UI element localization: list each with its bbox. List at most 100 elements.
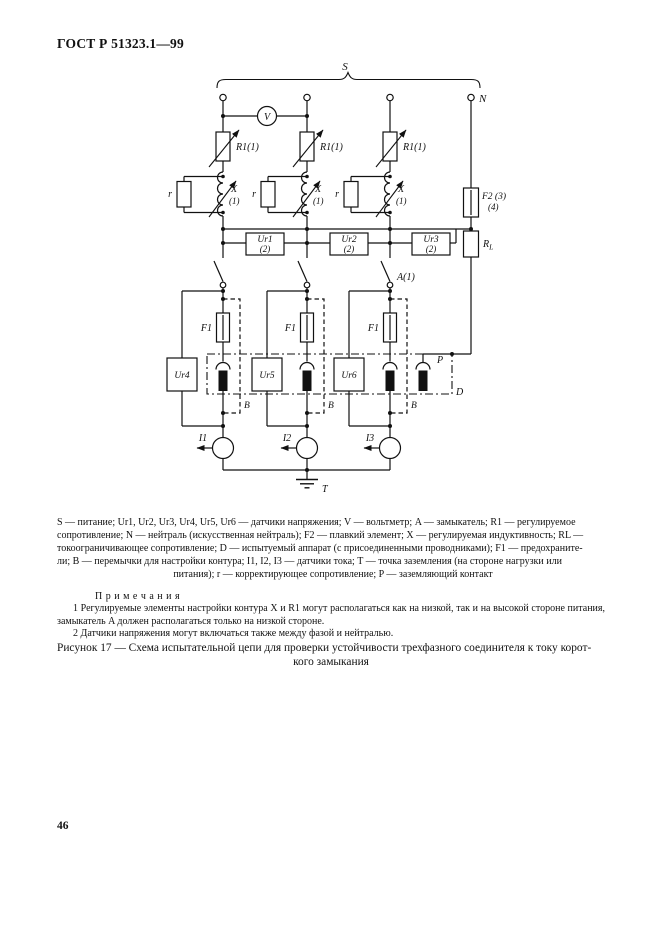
supply-brace	[216, 71, 481, 89]
ur2-index: (2)	[344, 244, 355, 254]
i2-sensor	[295, 436, 319, 460]
figure-legend: S — питание; Ur1, Ur2, Ur3, Ur4, Ur5, Ur…	[57, 516, 609, 581]
x-index-3: (1)	[396, 196, 407, 206]
circuit-diagram: S N V R1(1) R1(1) R1(1) r r r X (1) X (1…	[166, 61, 506, 495]
caption-line: кого замыкания	[293, 656, 369, 668]
b-jumper	[307, 298, 325, 414]
ur4-label: Ur4	[174, 371, 190, 381]
b-jumper	[390, 298, 408, 414]
earth-bus	[223, 469, 390, 489]
r-corr-label-3: r	[335, 189, 339, 200]
neutral-label: N	[478, 93, 487, 105]
r1-label-3: R1(1)	[402, 142, 426, 153]
ur1-sensor	[245, 232, 285, 256]
i1-sensor	[211, 436, 235, 460]
i3-label: I3	[365, 433, 374, 444]
f1-label-2: F1	[284, 323, 296, 334]
ur3-sensor	[411, 232, 451, 256]
i2-label: I2	[282, 433, 291, 444]
i3-sensor	[378, 436, 402, 460]
legend-line: S — питание; Ur1, Ur2, Ur3, Ur4, Ur5, Ur…	[57, 517, 576, 528]
legend-line: токоограничивающее сопротивление; D — ис…	[57, 543, 583, 554]
r-corr-resistor	[260, 180, 276, 208]
rl-resistor	[462, 230, 480, 258]
switch-blade	[380, 260, 391, 282]
ur1-index: (2)	[260, 244, 271, 254]
switch-blade	[297, 260, 308, 282]
earth-contact-pin	[418, 370, 428, 391]
rl-label: RL	[482, 239, 493, 252]
phase-1-terminal	[219, 93, 227, 102]
inductor-coil	[300, 171, 308, 217]
page-number: 46	[57, 820, 69, 832]
r1-resistor	[215, 131, 231, 162]
r-corr-label-2: r	[252, 189, 256, 200]
earth-contact-socket	[415, 361, 431, 370]
r1-label-1: R1(1)	[235, 142, 259, 153]
phase-2	[251, 93, 325, 470]
ur3-label: Ur3	[423, 235, 439, 245]
voltage-sensor-chain	[223, 228, 471, 256]
voltmeter	[223, 105, 307, 127]
r1-label-2: R1(1)	[319, 142, 343, 153]
ur3-index: (2)	[426, 244, 437, 254]
legend-line: ли; B — перемычки для настройки контура;…	[57, 556, 562, 567]
r1-resistor	[299, 131, 315, 162]
switch-blade	[213, 260, 224, 282]
voltmeter-label: V	[264, 112, 272, 123]
note-item: 1 Регулируемые элементы настройки контур…	[57, 603, 605, 627]
notes-block: П р и м е ч а н и я 1 Регулируемые элеме…	[57, 591, 605, 641]
x-label-2: X	[314, 184, 322, 195]
ur5-sensor	[251, 357, 283, 392]
b-jumper	[223, 298, 241, 414]
x-label-3: X	[397, 184, 405, 195]
f1-label-1: F1	[200, 323, 212, 334]
r-corr-resistor	[176, 180, 192, 208]
figure-caption: Рисунок 17 — Схема испытательной цепи дл…	[57, 641, 605, 669]
b-label-1: B	[244, 401, 250, 411]
inductor-coil	[216, 171, 224, 217]
ur6-label: Ur6	[341, 371, 357, 381]
ur5-label: Ur5	[259, 371, 275, 381]
ur2-sensor	[329, 232, 369, 256]
b-label-3: B	[411, 401, 417, 411]
contact-pin	[218, 370, 228, 391]
apparatus-boundary	[206, 353, 453, 395]
x-index-2: (1)	[313, 196, 324, 206]
d-label: D	[455, 387, 464, 398]
ur2-label: Ur2	[341, 235, 357, 245]
supply-label: S	[342, 61, 348, 73]
caption-line: Рисунок 17 — Схема испытательной цепи дл…	[57, 642, 592, 654]
b-label-2: B	[328, 401, 334, 411]
r-corr-resistor	[343, 180, 359, 208]
i1-label: I1	[198, 433, 207, 444]
neutral-terminal	[467, 93, 475, 102]
legend-line: сопротивление; N — нейтраль (искусственн…	[57, 530, 584, 541]
x-label-1: X	[230, 184, 238, 195]
t-label: T	[322, 484, 329, 495]
phase-2-terminal	[303, 93, 311, 102]
p-label: P	[436, 355, 443, 366]
contact-socket	[299, 361, 315, 370]
ur1-label: Ur1	[257, 235, 272, 245]
closer-label: A(1)	[396, 272, 415, 283]
junction-dots	[221, 114, 473, 472]
contact-socket	[382, 361, 398, 370]
neutral-branch	[415, 93, 480, 391]
phase-3-terminal	[386, 93, 394, 102]
f1-label-3: F1	[367, 323, 379, 334]
contact-pin	[385, 370, 395, 391]
inductor-coil	[383, 171, 391, 217]
ur6-sensor	[333, 357, 365, 392]
r-corr-label-1: r	[168, 189, 172, 200]
note-item: 2 Датчики напряжения могут включаться та…	[73, 628, 394, 640]
x-index-1: (1)	[229, 196, 240, 206]
notes-title: П р и м е ч а н и я	[95, 591, 181, 602]
page-header: ГОСТ Р 51323.1—99	[57, 36, 184, 51]
contact-pin	[302, 370, 312, 391]
f2-index: (4)	[488, 202, 499, 212]
contact-socket	[215, 361, 231, 370]
phase-1	[166, 93, 241, 470]
legend-line: питания); r — корректирующее сопротивлен…	[173, 569, 493, 580]
